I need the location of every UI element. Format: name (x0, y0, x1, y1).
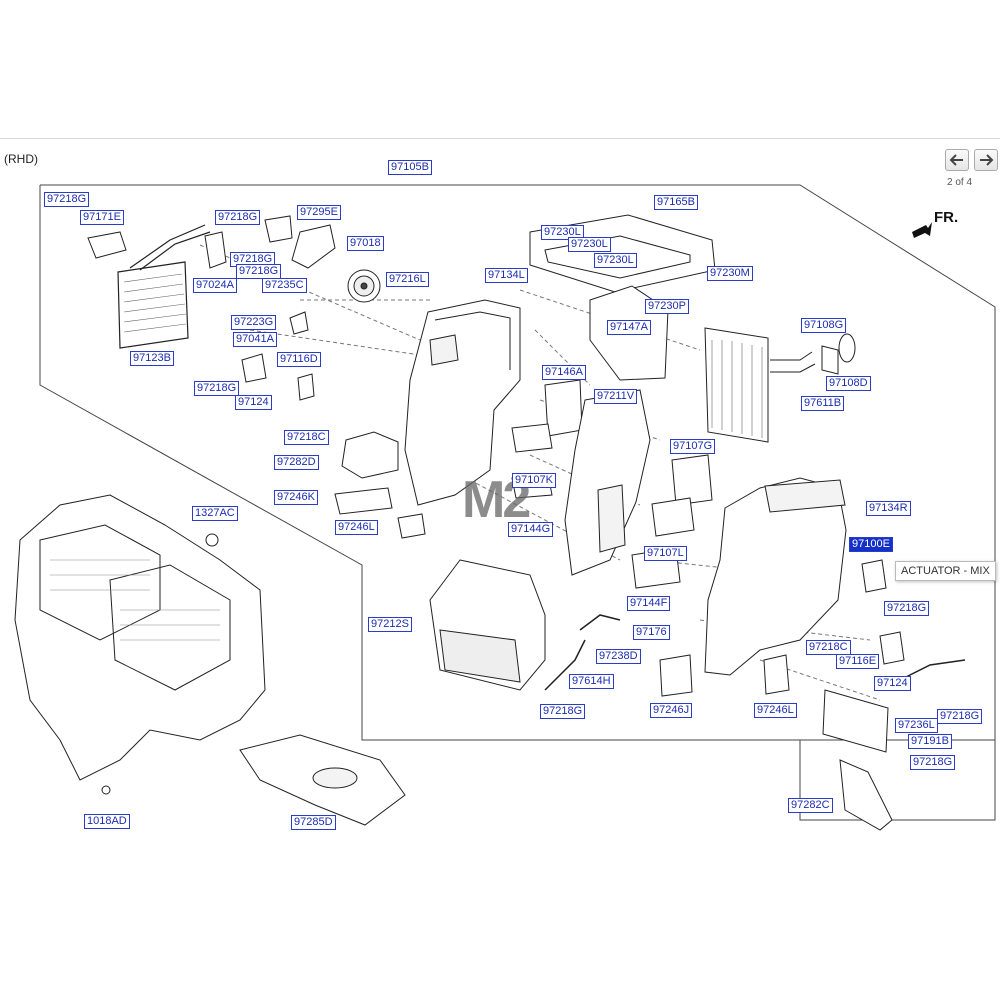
part-callout[interactable]: 97218G (194, 381, 240, 396)
part-callout[interactable]: 97230M (707, 266, 753, 281)
part-callout[interactable]: 97218G (44, 192, 90, 207)
part-callout[interactable]: 97024A (193, 278, 237, 293)
part-callout[interactable]: 97230L (594, 253, 637, 268)
part-callout[interactable]: 97611B (801, 396, 845, 411)
arrow-right-icon (980, 154, 994, 166)
part-callout[interactable]: 97236L (895, 718, 938, 733)
part-callout[interactable]: 97295E (297, 205, 341, 220)
blower-motor-part (347, 269, 381, 303)
cover-part (239, 734, 406, 826)
part-callout[interactable]: 97246K (274, 490, 318, 505)
part-callout[interactable]: 97041A (233, 332, 277, 347)
part-callout[interactable]: 97216L (386, 272, 429, 287)
assembly-frame (39, 184, 996, 741)
part-callout[interactable]: 97218G (236, 264, 282, 279)
part-callout[interactable]: 97176 (633, 625, 670, 640)
part-callout[interactable]: 97230L (541, 225, 584, 240)
actuator-parts (205, 311, 426, 547)
evaporator-part (704, 327, 856, 443)
part-callout[interactable]: 97123B (130, 351, 174, 366)
part-callout[interactable]: 97614H (569, 674, 614, 689)
front-direction-label: FR. (934, 209, 959, 226)
front-arrow-icon (912, 222, 932, 238)
part-callout[interactable]: 97108G (801, 318, 847, 333)
part-callout[interactable]: 97211V (594, 389, 638, 404)
part-callout[interactable]: 97108D (826, 376, 871, 391)
part-callout[interactable]: 97282C (788, 798, 833, 813)
part-callout[interactable]: 97018 (347, 236, 384, 251)
page-indicator: 2 of 4 (947, 177, 973, 188)
part-callout[interactable]: 97218G (215, 210, 261, 225)
part-callout[interactable]: 1327AC (192, 506, 238, 521)
part-callout[interactable]: 97223G (231, 315, 277, 330)
part-callout[interactable]: 97147A (607, 320, 651, 335)
part-callout[interactable]: 97238D (596, 649, 641, 664)
part-callout[interactable]: 97100E (849, 537, 893, 552)
part-callout[interactable]: 97218G (230, 252, 276, 267)
part-callout[interactable]: 97218C (806, 640, 851, 655)
next-page-button[interactable] (974, 149, 998, 171)
part-callout[interactable]: 97124 (874, 676, 911, 691)
part-callout[interactable]: 97246J (650, 703, 693, 718)
arrow-left-icon (949, 154, 963, 166)
part-callout[interactable]: 97107K (512, 473, 556, 488)
lower-case-part (429, 559, 546, 691)
housing-left-part (404, 299, 521, 506)
part-callout[interactable]: 97171E (80, 210, 124, 225)
part-callout[interactable]: 97116E (836, 654, 880, 669)
housing-center-part (564, 389, 651, 576)
hvac-assembly-part (14, 494, 266, 795)
part-callout[interactable]: 97116D (277, 352, 321, 367)
part-tooltip: ACTUATOR - MIX (895, 561, 996, 581)
bracket-part (87, 215, 336, 269)
part-callout[interactable]: 97230P (645, 299, 689, 314)
part-callout[interactable]: 97144F (627, 596, 671, 611)
heater-core-part (117, 224, 211, 349)
part-callout[interactable]: 1018AD (84, 814, 130, 829)
housing-right-part (704, 477, 905, 676)
part-callout[interactable]: 97282D (274, 455, 319, 470)
part-callout[interactable]: 97107L (644, 546, 687, 561)
part-callout[interactable]: 97218G (937, 709, 983, 724)
part-callout[interactable]: 97134R (866, 501, 911, 516)
part-callout[interactable]: 97218G (884, 601, 930, 616)
part-callout[interactable]: 97230L (568, 237, 611, 252)
part-callout[interactable]: 97134L (485, 268, 528, 283)
part-callout[interactable]: 97218G (910, 755, 956, 770)
toolbar-divider (0, 138, 1000, 139)
part-callout[interactable]: 97146A (542, 365, 586, 380)
part-callout[interactable]: 97144G (508, 522, 554, 537)
ptc-heater-part (822, 689, 893, 831)
part-callout[interactable]: 97105B (388, 160, 432, 175)
part-callout[interactable]: 97218C (284, 430, 329, 445)
part-callout[interactable]: 97218G (540, 704, 586, 719)
part-callout[interactable]: 97285D (291, 815, 336, 830)
part-callout[interactable]: 97235C (262, 278, 307, 293)
sub-frame (799, 740, 996, 821)
variant-label: (RHD) (4, 152, 38, 166)
part-callout[interactable]: 97191B (908, 734, 952, 749)
part-callout[interactable]: 97212S (368, 617, 412, 632)
prev-page-button[interactable] (945, 149, 969, 171)
part-callout[interactable]: 97107G (670, 439, 716, 454)
part-callout[interactable]: 97124 (235, 395, 272, 410)
part-callout[interactable]: 97246L (335, 520, 378, 535)
part-callout[interactable]: 97165B (654, 195, 698, 210)
part-callout[interactable]: 97246L (754, 703, 797, 718)
